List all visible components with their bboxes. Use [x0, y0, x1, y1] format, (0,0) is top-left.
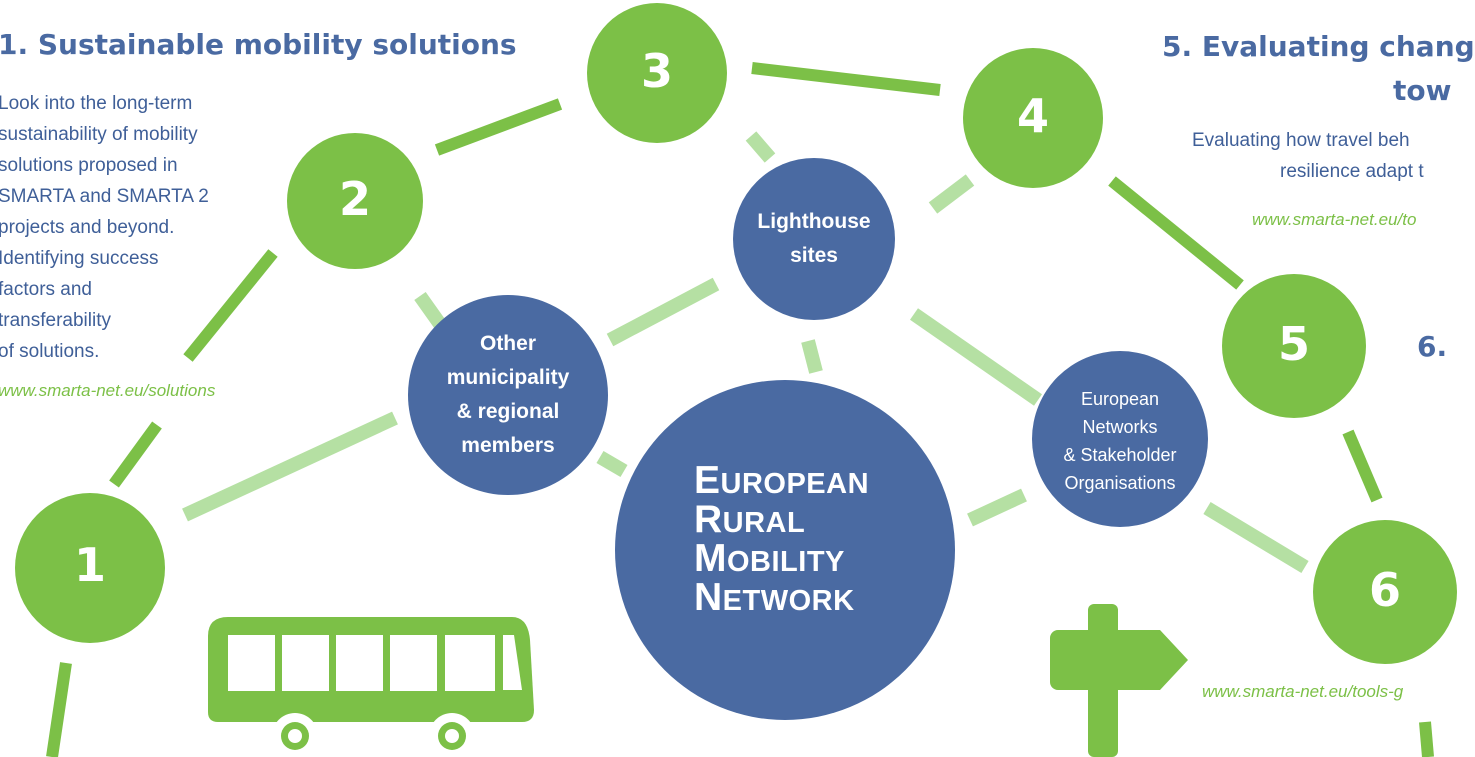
lighthouse-line: Lighthouse [757, 210, 871, 233]
section-1-line: projects and beyond. [0, 217, 175, 238]
center-network-label: EUROPEAN RURAL MOBILITY NETWORK [694, 461, 870, 619]
center-line: RURAL [694, 500, 869, 541]
step-5-number: 5 [1277, 317, 1310, 371]
center-rest: UROPEAN [720, 468, 870, 500]
section-5-body-2: resilience adapt t [1280, 161, 1424, 182]
step-5-circle [1222, 274, 1366, 418]
step-3-number: 3 [640, 44, 673, 98]
step-4-circle [963, 48, 1103, 188]
outer-arc [46, 62, 1434, 757]
section-1-line: solutions proposed in [0, 155, 178, 176]
center-network-circle [615, 380, 955, 720]
section-5-title-cont: tow [1393, 74, 1452, 107]
center-rest: URAL [722, 507, 806, 539]
center-rest: OBILITY [727, 546, 845, 578]
european-line: Organisations [1064, 473, 1176, 493]
step-2-circle [287, 133, 423, 269]
other-members-label: Other municipality & regional members [418, 327, 598, 463]
bus-icon [208, 617, 534, 757]
step-4-number: 4 [1016, 89, 1049, 143]
section-1-line: factors and [0, 279, 92, 300]
center-line: EUROPEAN [694, 461, 870, 502]
lighthouse-line: sites [790, 244, 838, 267]
center-line: MOBILITY [694, 539, 869, 580]
section-1-title: 1. Sustainable mobility solutions [0, 28, 517, 61]
section-1-line: SMARTA and SMARTA 2 [0, 186, 209, 207]
signpost-icon [1050, 604, 1188, 757]
other-members-line: members [461, 434, 555, 457]
other-members-circle [408, 295, 608, 495]
center-rest: ETWORK [722, 585, 855, 617]
section-5-body-1: Evaluating how travel beh [1192, 130, 1410, 151]
section-1-line: sustainability of mobility [0, 124, 198, 145]
step-2-number: 2 [338, 172, 371, 226]
european-networks-circle [1032, 351, 1208, 527]
center-cap: E [694, 459, 721, 502]
european-networks-label: European Networks & Stakeholder Organisa… [1040, 385, 1200, 497]
step-1-number: 1 [73, 538, 106, 592]
section-1-line: Look into the long-term [0, 93, 193, 114]
center-cap: R [694, 498, 723, 541]
connectors [182, 131, 1309, 573]
center-cap: M [694, 537, 727, 580]
other-members-line: municipality [446, 366, 570, 389]
step-3-circle [587, 3, 727, 143]
section-6-title: 6. [1417, 330, 1448, 363]
section-5-link[interactable]: www.smarta-net.eu/to [1252, 210, 1417, 229]
european-line: European [1080, 389, 1160, 409]
step-6-circle [1313, 520, 1457, 664]
section-1-line: of solutions. [0, 341, 100, 362]
lighthouse-label: Lighthouse sites [744, 205, 884, 273]
step-1-circle [15, 493, 165, 643]
other-members-line: & regional [456, 400, 560, 423]
center-cap: N [694, 576, 723, 619]
other-members-line: Other [479, 332, 536, 355]
section-6-link[interactable]: www.smarta-net.eu/tools-g [1202, 682, 1404, 701]
center-line: NETWORK [694, 578, 869, 619]
section-1-line: transferability [0, 310, 111, 331]
section-1-link[interactable]: www.smarta-net.eu/solutions [0, 381, 216, 400]
section-1-body: Look into the long-term sustainability o… [0, 88, 209, 367]
section-5-title: 5. Evaluating chang [1162, 30, 1475, 63]
european-line: Networks [1082, 417, 1158, 437]
section-1-line: Identifying success [0, 248, 159, 269]
step-6-number: 6 [1368, 563, 1401, 617]
lighthouse-circle [733, 158, 895, 320]
european-line: & Stakeholder [1063, 445, 1177, 465]
